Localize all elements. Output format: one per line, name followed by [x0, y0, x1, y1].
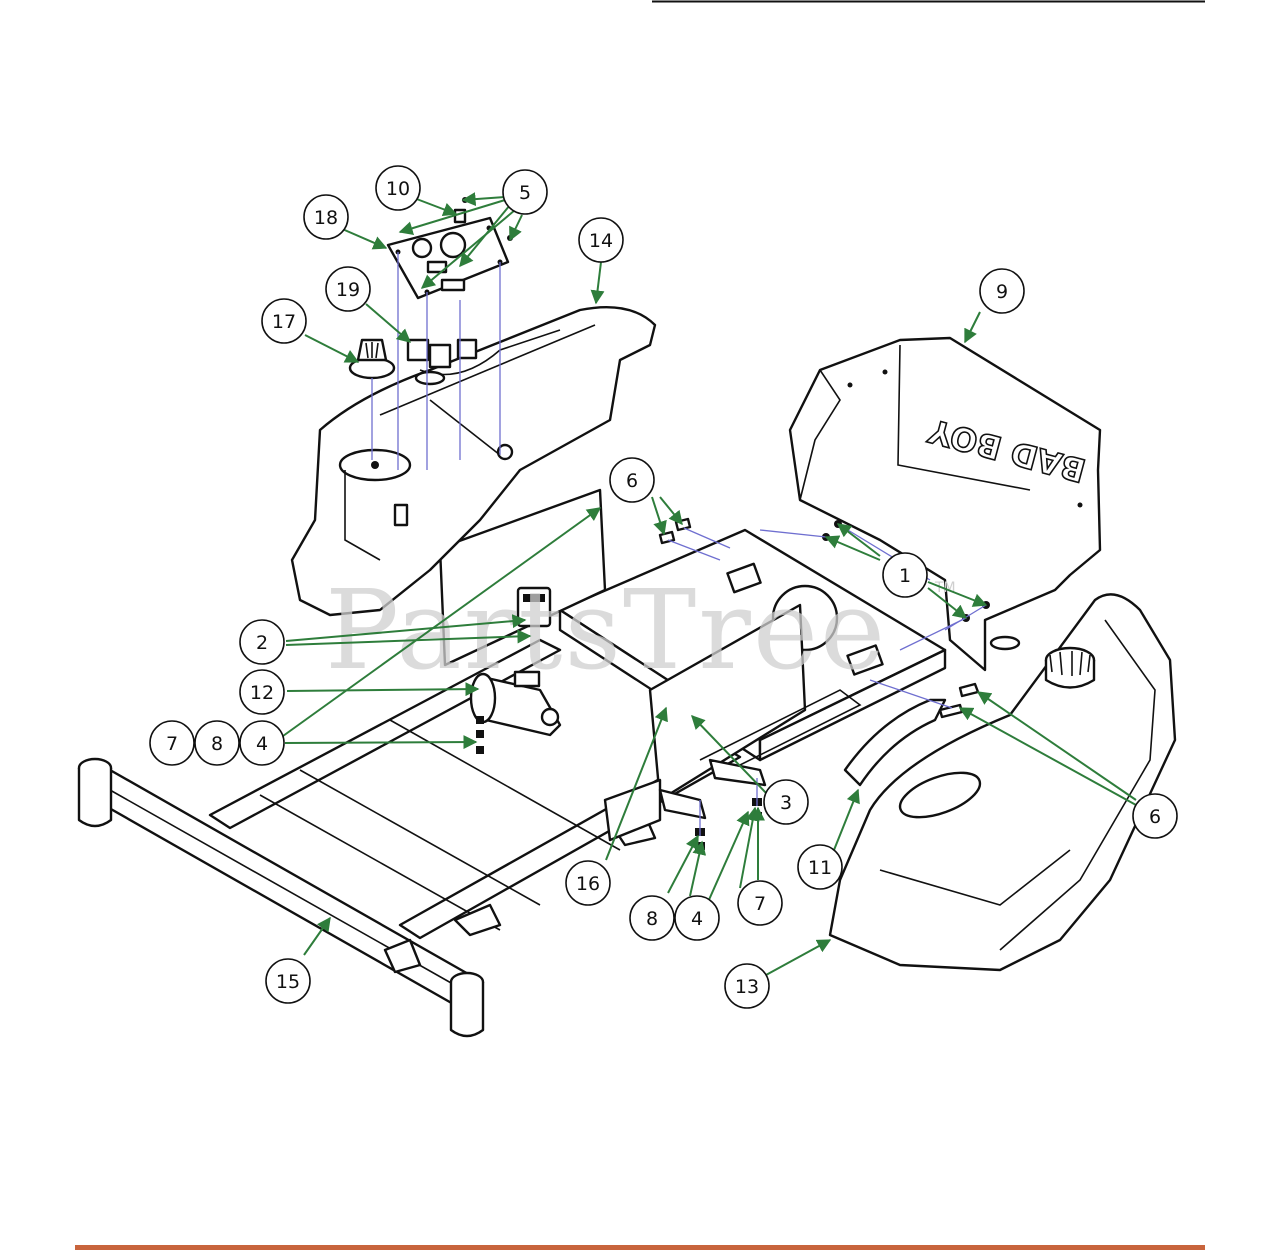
svg-text:8: 8	[211, 733, 223, 755]
motor-part-12	[469, 670, 562, 737]
bolts-part-6	[658, 517, 980, 719]
callout-2: 2	[239, 619, 285, 665]
svg-text:3: 3	[780, 792, 792, 814]
callout-13: 13	[724, 963, 770, 1009]
harness-part-19	[406, 329, 561, 386]
callout-4-left: 4	[239, 720, 285, 766]
callout-3: 3	[763, 779, 809, 825]
svg-text:14: 14	[589, 230, 613, 252]
svg-text:6: 6	[626, 470, 638, 492]
svg-text:10: 10	[386, 178, 410, 200]
callout-1: 1	[882, 552, 928, 598]
callout-16: 16	[565, 860, 611, 906]
callout-18: 18	[303, 194, 349, 240]
svg-text:19: 19	[336, 279, 360, 301]
svg-text:1: 1	[899, 565, 911, 587]
callout-9: 9	[979, 268, 1025, 314]
callout-8-bottom: 8	[629, 895, 675, 941]
seat-pan-part-9: BAD BOY	[788, 336, 1102, 672]
callout-14: 14	[578, 217, 624, 263]
svg-text:18: 18	[314, 207, 338, 229]
svg-text:4: 4	[691, 908, 703, 930]
svg-text:2: 2	[256, 632, 268, 654]
callout-7-left: 7	[149, 720, 195, 766]
callout-10: 10	[375, 165, 421, 211]
frame-part-15	[77, 638, 742, 1038]
svg-text:16: 16	[576, 873, 600, 895]
svg-text:5: 5	[519, 182, 531, 204]
callout-12: 12	[239, 669, 285, 715]
svg-text:13: 13	[735, 976, 759, 998]
svg-text:7: 7	[754, 893, 766, 915]
callout-7-bottom: 7	[737, 880, 783, 926]
fender-part-13	[828, 593, 1177, 972]
svg-text:15: 15	[276, 971, 300, 993]
callout-6-right: 6	[1132, 793, 1178, 839]
callout-8-left: 8	[194, 720, 240, 766]
svg-text:7: 7	[166, 733, 178, 755]
callout-17: 17	[261, 298, 307, 344]
leader-lines	[282, 192, 1137, 976]
svg-text:6: 6	[1149, 806, 1161, 828]
svg-text:8: 8	[646, 908, 658, 930]
callout-15: 15	[265, 958, 311, 1004]
callouts: 1 2 3 4 4 5 6 6 7 7 8 8 9 10 11 12 13 14…	[149, 165, 1178, 1009]
fender-part-14	[290, 305, 657, 617]
callout-11: 11	[797, 844, 843, 890]
svg-text:17: 17	[272, 311, 296, 333]
svg-text:9: 9	[996, 281, 1008, 303]
svg-text:4: 4	[256, 733, 268, 755]
callout-19: 19	[325, 266, 371, 312]
footer-bar	[75, 1245, 1205, 1250]
callout-4-bottom: 4	[674, 895, 720, 941]
svg-text:11: 11	[808, 857, 832, 879]
knob-part-17	[348, 338, 396, 380]
callout-6-top: 6	[609, 457, 655, 503]
svg-text:12: 12	[250, 682, 274, 704]
callout-5: 5	[502, 169, 548, 215]
